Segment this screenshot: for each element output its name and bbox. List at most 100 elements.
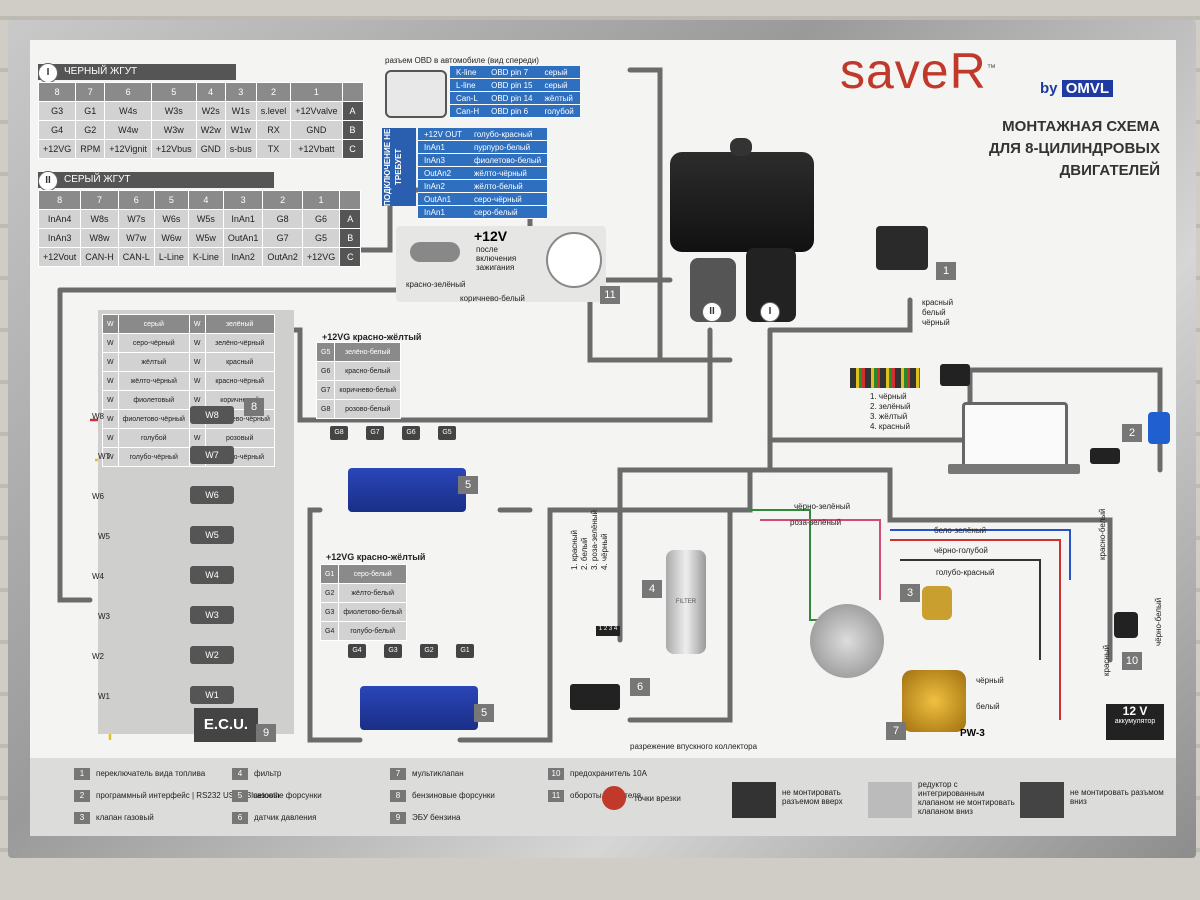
table-cell: 6 [117,190,155,210]
table-cell: +12Vbus [150,139,197,159]
table-cell: G2 [319,583,340,603]
table-cell: OutAn2 [262,247,303,267]
petrol-injector: W6 [190,486,234,504]
harness-gray [277,327,713,423]
gas-injector-connector: G4 [348,644,366,658]
ecu-petrol-box: E.C.U. [194,708,258,742]
table-cell [341,82,364,102]
table-cell: серо-чёрный [117,333,190,353]
legend-cut: точки врезки [634,794,681,803]
table-cell: голубой [117,428,190,448]
interface-plug-icon [940,364,970,386]
table-cell: розово-белый [334,399,402,419]
harness-rail-loop [307,507,363,743]
table-cell: +12V OUT [418,128,469,141]
harness-filter [627,507,733,723]
callout-4: 4 [642,580,662,598]
gas-injector-connector: G6 [402,426,420,440]
table-cell: W [188,333,206,353]
battery-wire1: красно-белый [1098,508,1107,561]
table-cell: G7 [315,380,336,400]
table-cell: 4 [187,190,224,210]
legend-number: 11 [548,790,564,802]
table-cell: +12Vbatt [290,139,343,159]
table-cell: W [102,314,119,334]
table-cell: коричнево-белый [334,380,402,400]
connector-i-badge: I [760,302,780,322]
table-cell: A [339,209,362,229]
reducer-wire1: чёрно-зелёный [794,502,851,511]
table-cell: TX [255,139,292,159]
wire-red [890,539,1061,720]
inputs-side-label: ПОДКЛЮЧЕНИЕ НЕ ТРЕБУЕТ [382,128,416,206]
petrol-wire-label: W2 [92,652,104,661]
table-cell: W1w [224,120,257,140]
petrol-wire-label: W8 [92,412,104,421]
petrol-injector: W4 [190,566,234,584]
table-cell: фиолетово-чёрный [117,409,190,429]
table-cell: красно-белый [334,361,402,381]
table-cell: W4s [104,101,152,121]
gas-injector-connector: G3 [384,644,402,658]
table-cell: красно-чёрный [204,371,275,391]
gas-valve-icon [922,586,952,620]
gas-rail-top [348,468,466,512]
table-cell: RPM [75,139,106,159]
table-cell: 8 [37,82,77,102]
table-cell: W1s [224,101,257,121]
table-cell: W5s [187,209,224,229]
table-cell: голубой [538,104,580,118]
table-cell: OBD pin 7 [485,66,539,79]
wire-pink [760,519,881,600]
table-cell: жёлто-белый [468,179,548,193]
table-cell: InAn4 [37,209,82,229]
legend-text: фильтр [254,769,282,778]
table-cell [339,190,362,210]
petrol-injector: W8 [190,406,234,424]
interface-connector [850,368,920,388]
cut-icon [602,786,626,810]
table-cell: 2 [255,82,292,102]
inj-top-head: +12VG красно-жёлтый [322,332,422,342]
table-cell: W [102,409,119,429]
petrol-injector: W1 [190,686,234,704]
petrol-injector: W2 [190,646,234,664]
table-cell: InAn1 [418,140,469,154]
table-cell: Can-L [450,91,486,105]
table-cell: InAn2 [222,247,264,267]
gas-ecu-unit [670,152,814,252]
bluetooth-dongle-icon [1148,412,1170,444]
table-cell: L-line [450,78,486,92]
wire-black [900,559,1041,660]
table-cell: W5w [187,228,224,248]
gas-injector-connector: G7 [366,426,384,440]
table-cell: B [339,228,362,248]
reducer-wire5: голубо-красный [936,568,995,577]
harness-interface [767,367,1163,473]
connector-ii-badge: II [702,302,722,322]
legend-text: бензиновые форсунки [412,791,495,800]
table-cell: 7 [80,190,119,210]
table-cell: OutAn1 [418,192,469,206]
table-cell: G7 [262,228,303,248]
legend-number: 5 [232,790,248,802]
table-cell: 5 [153,190,189,210]
